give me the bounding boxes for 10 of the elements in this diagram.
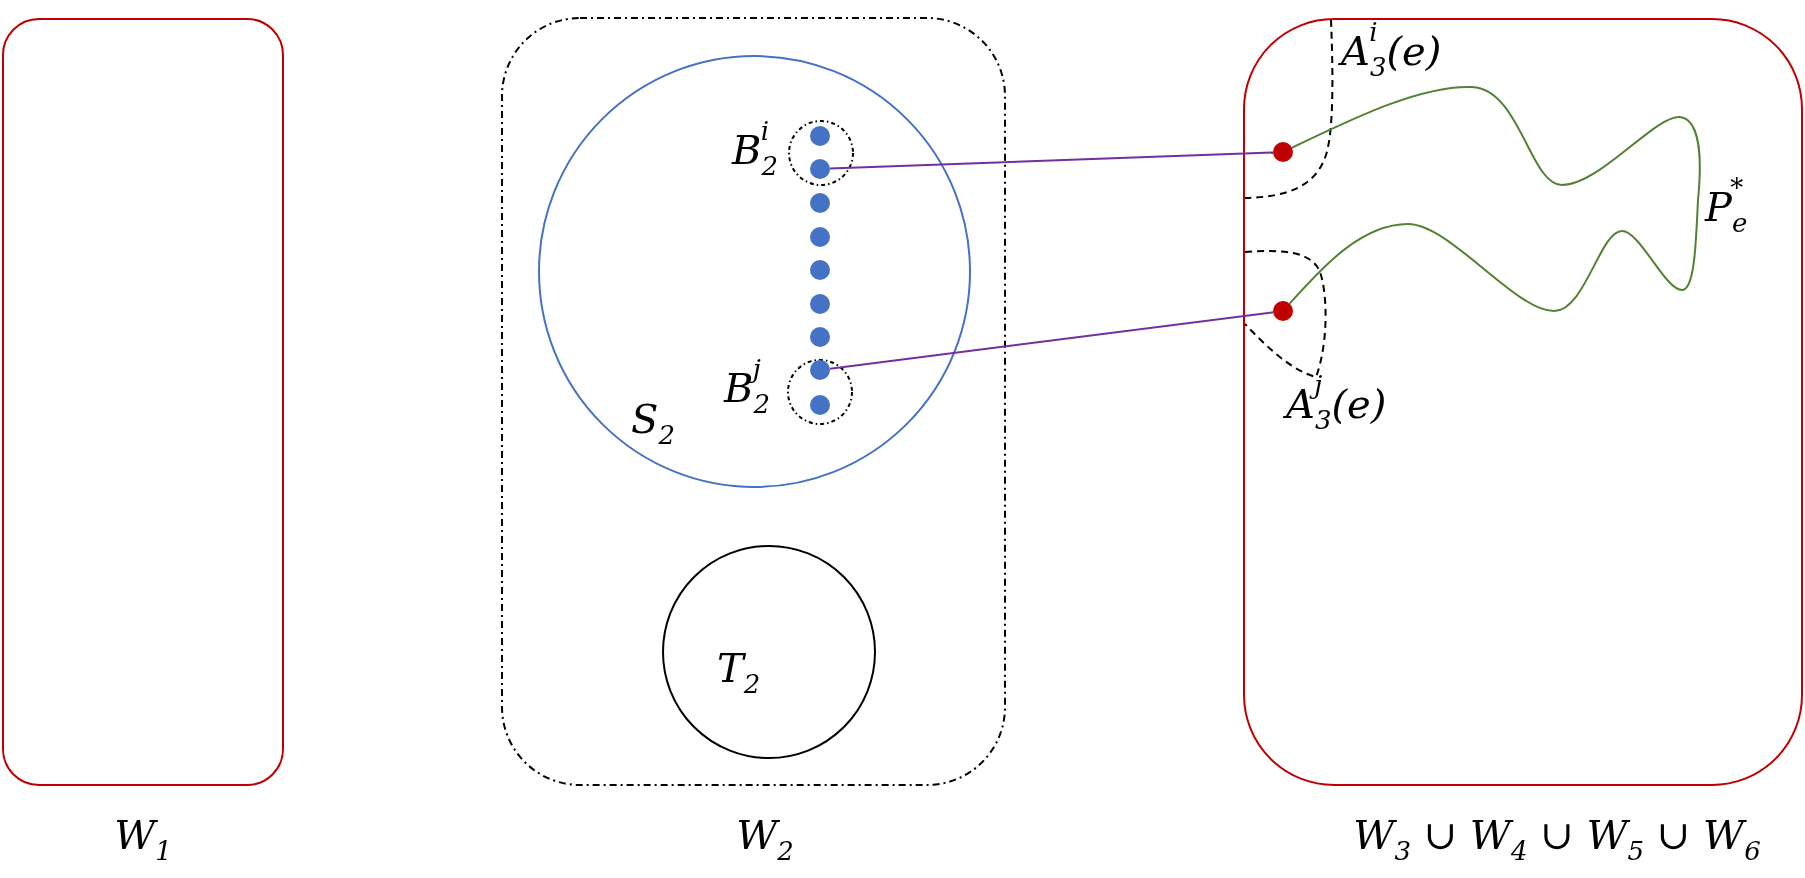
curved-line [1288, 86, 1701, 312]
set-label: W$_{3}$ ∪ W$_{4}$ ∪ W$_{5}$ ∪ W$_{6}$ [1352, 811, 1762, 863]
set-label: W$_{2}$ [735, 811, 795, 863]
set-label: W$_{1}$ [113, 811, 173, 863]
connector-line [829, 151, 1274, 170]
connector-line [828, 311, 1275, 370]
region-label: A$_{3}$$^{i}$(e) [1338, 21, 1445, 79]
set-label: S$_{2}$ [630, 395, 676, 447]
region-label: A$_{3}$$^{j}$(e) [1283, 374, 1390, 432]
set-label: T$_{2}$ [716, 644, 762, 696]
